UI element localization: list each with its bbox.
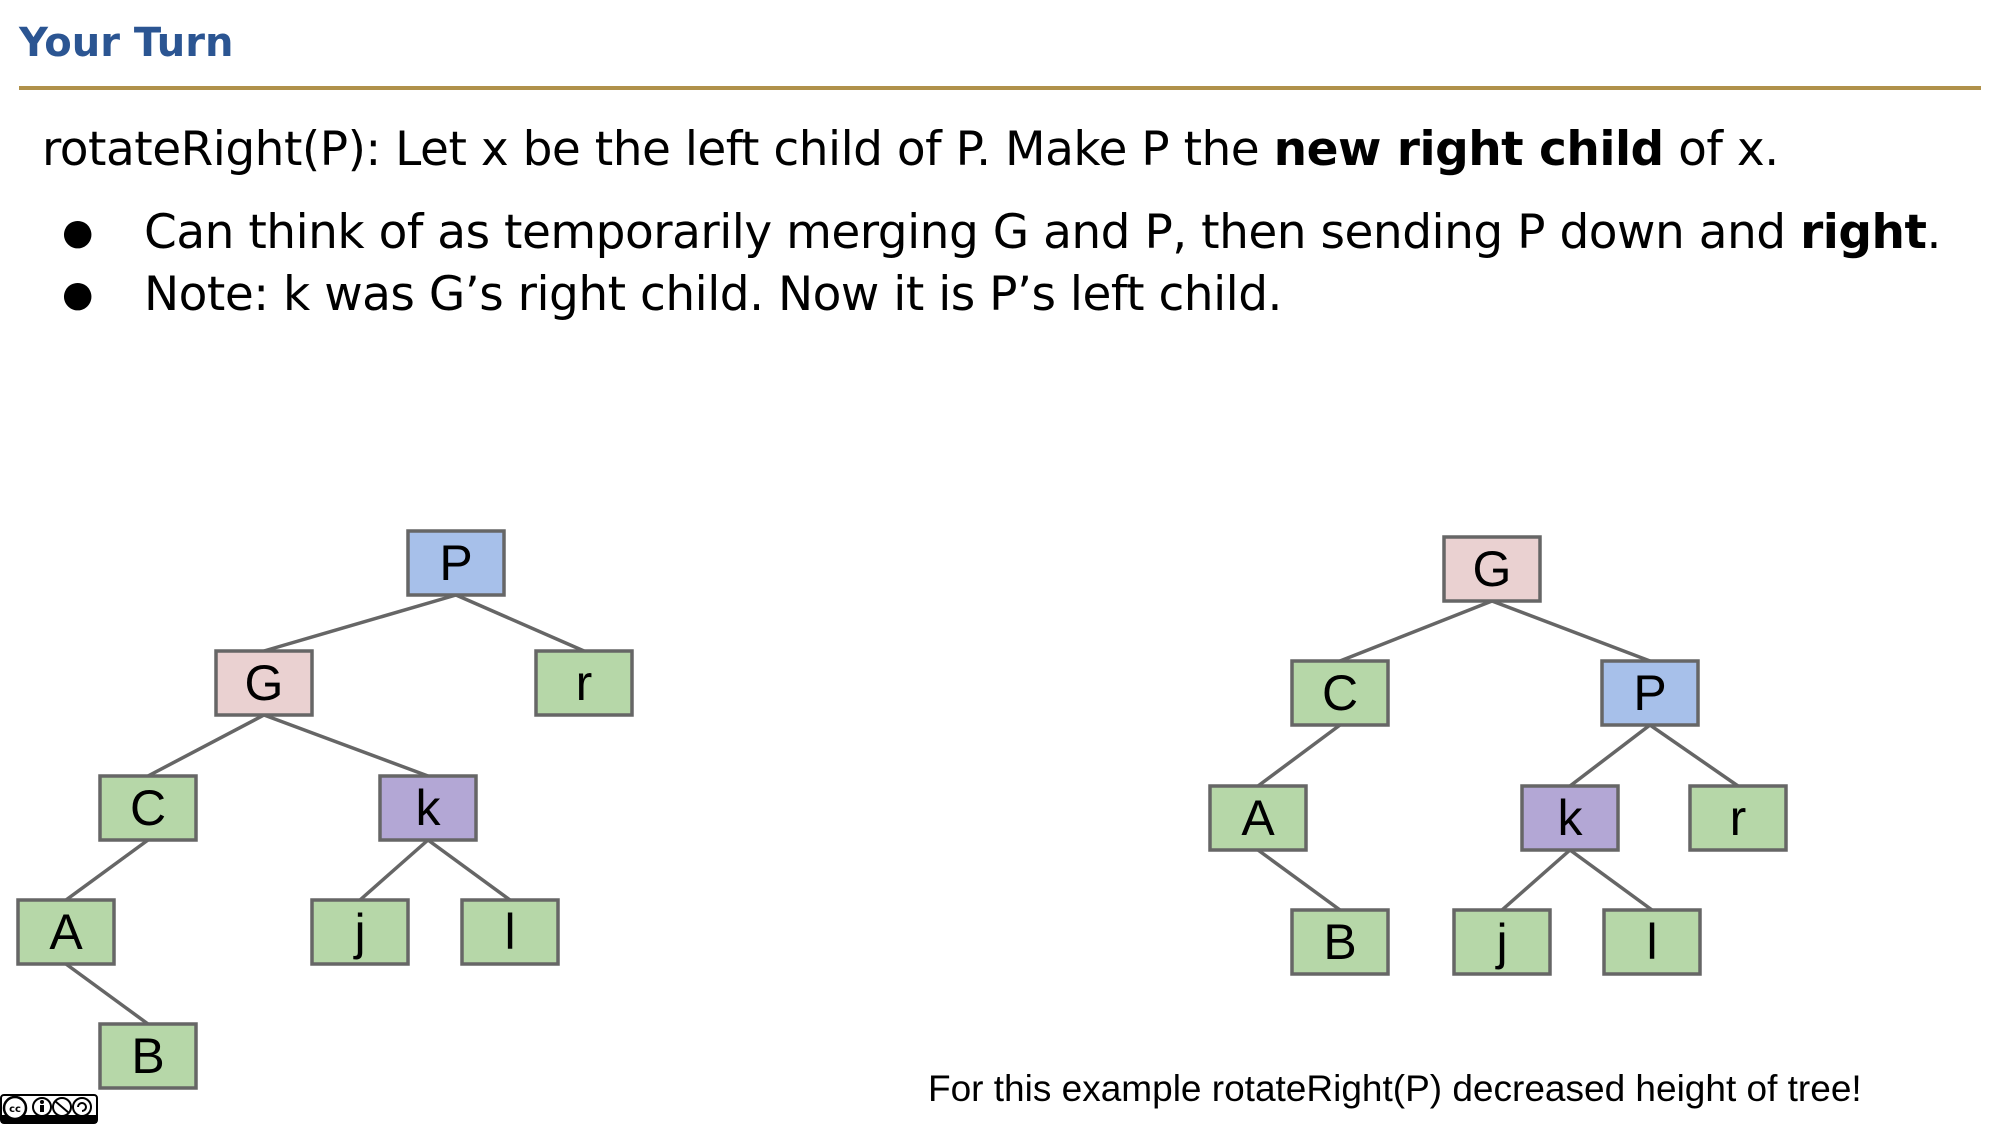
- node-box-j: [1452, 908, 1552, 976]
- svg-text:cc: cc: [9, 1104, 21, 1115]
- node-box-B: [1290, 908, 1390, 976]
- node-box-A: [1208, 784, 1308, 852]
- node-P: P: [1600, 659, 1700, 727]
- edge-G-P: [1491, 599, 1651, 663]
- node-label-k: k: [416, 780, 442, 836]
- node-label-r: r: [1730, 790, 1747, 846]
- node-box-k: [1520, 784, 1620, 852]
- node-label-G: G: [245, 655, 284, 711]
- edge-G-C: [1339, 599, 1493, 663]
- edge-P-r: [455, 593, 585, 653]
- node-box-G: [214, 649, 314, 717]
- node-box-r: [1688, 784, 1788, 852]
- edge-C-A: [64, 838, 150, 902]
- node-label-l: l: [504, 904, 515, 960]
- node-label-C: C: [130, 780, 166, 836]
- node-label-l: l: [1646, 914, 1657, 970]
- node-label-A: A: [1241, 790, 1275, 846]
- node-label-j: j: [1494, 914, 1507, 970]
- main-statement-bold: new right child: [1273, 122, 1665, 177]
- node-l: l: [460, 898, 560, 966]
- node-box-G: [1442, 535, 1542, 603]
- edge-A-B: [1256, 848, 1342, 912]
- bullet-marker: ●: [62, 274, 93, 315]
- bullet-text-part2: .: [1926, 205, 1941, 260]
- bullet-text: Note: k was G’s right child. Now it is P…: [144, 262, 1282, 328]
- node-box-P: [406, 529, 506, 597]
- node-label-B: B: [131, 1028, 164, 1084]
- node-k: k: [1520, 784, 1620, 852]
- node-G: G: [214, 649, 314, 717]
- main-statement: rotateRight(P): Let x be the left child …: [42, 122, 1779, 177]
- node-label-C: C: [1322, 665, 1358, 721]
- node-label-B: B: [1323, 914, 1356, 970]
- edge-k-l: [426, 838, 512, 902]
- node-r: r: [534, 649, 634, 717]
- node-label-j: j: [352, 904, 365, 960]
- node-box-j: [310, 898, 410, 966]
- bullet-marker: ●: [62, 212, 93, 253]
- node-C: C: [98, 774, 198, 842]
- node-box-P: [1600, 659, 1700, 727]
- node-label-P: P: [439, 535, 472, 591]
- node-j: j: [310, 898, 410, 966]
- edge-k-j: [358, 838, 430, 902]
- main-statement-part2: of x.: [1663, 122, 1779, 177]
- edge-G-C: [147, 713, 265, 778]
- node-label-r: r: [576, 655, 593, 711]
- node-B: B: [98, 1022, 198, 1090]
- edge-P-k: [1568, 723, 1652, 788]
- node-box-A: [16, 898, 116, 966]
- slide-title: Your Turn: [19, 20, 234, 66]
- bullet-text-bold: right: [1800, 205, 1927, 260]
- node-k: k: [378, 774, 478, 842]
- node-box-B: [98, 1022, 198, 1090]
- bullet-text: Can think of as temporarily merging G an…: [144, 200, 1941, 266]
- edge-k-j: [1500, 848, 1572, 912]
- node-box-l: [460, 898, 560, 966]
- edge-A-B: [64, 962, 150, 1026]
- node-A: A: [16, 898, 116, 966]
- node-G: G: [1442, 535, 1542, 603]
- node-r: r: [1688, 784, 1788, 852]
- node-label-G: G: [1473, 541, 1512, 597]
- bullet-text-part1: Can think of as temporarily merging G an…: [144, 205, 1801, 260]
- creative-commons-license-icon: cc: [0, 1094, 98, 1124]
- node-box-l: [1602, 908, 1702, 976]
- node-label-k: k: [1558, 790, 1584, 846]
- footnote: For this example rotateRight(P) decrease…: [928, 1068, 1862, 1109]
- node-A: A: [1208, 784, 1308, 852]
- bullet-text-part1: Note: k was G’s right child. Now it is P…: [144, 267, 1282, 322]
- edge-C-A: [1256, 723, 1342, 788]
- edge-k-l: [1568, 848, 1654, 912]
- node-label-P: P: [1633, 665, 1666, 721]
- edge-P-G: [263, 593, 457, 653]
- title-divider: [19, 86, 1981, 90]
- node-j: j: [1452, 908, 1552, 976]
- edge-P-r: [1649, 723, 1739, 788]
- node-C: C: [1290, 659, 1390, 727]
- node-label-A: A: [49, 904, 83, 960]
- node-P: P: [406, 529, 506, 597]
- node-box-C: [98, 774, 198, 842]
- node-box-k: [378, 774, 478, 842]
- main-statement-part1: rotateRight(P): Let x be the left child …: [42, 122, 1274, 177]
- node-box-r: [534, 649, 634, 717]
- node-l: l: [1602, 908, 1702, 976]
- edge-G-k: [263, 713, 429, 778]
- node-B: B: [1290, 908, 1390, 976]
- node-box-C: [1290, 659, 1390, 727]
